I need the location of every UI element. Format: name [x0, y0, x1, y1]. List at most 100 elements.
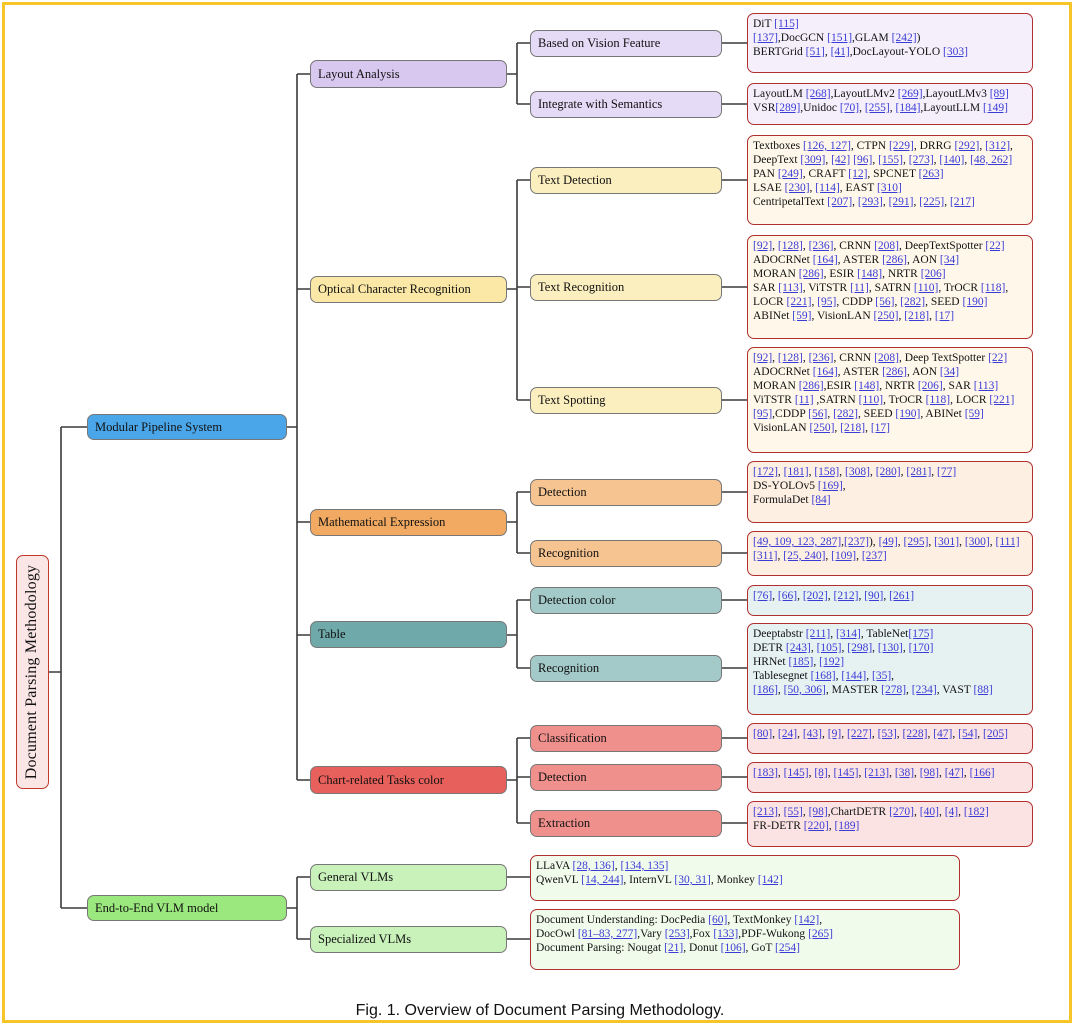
citation-link[interactable]: [250]: [873, 310, 899, 322]
citation-link[interactable]: [128]: [777, 240, 803, 252]
citation-link[interactable]: [311]: [753, 550, 778, 562]
citation-link[interactable]: [213]: [864, 767, 890, 779]
citation-link[interactable]: [250]: [809, 422, 835, 434]
citation-link[interactable]: [229]: [888, 140, 914, 152]
citation-link[interactable]: [111]: [995, 536, 1020, 548]
citation-link[interactable]: [21]: [664, 942, 684, 954]
citation-link[interactable]: [189]: [834, 820, 860, 832]
citation-link[interactable]: [115]: [774, 18, 799, 30]
citation-link[interactable]: [208]: [874, 352, 900, 364]
citation-link[interactable]: [56]: [875, 296, 895, 308]
citation-link[interactable]: [12]: [848, 168, 868, 180]
citation-link[interactable]: [170]: [908, 642, 934, 654]
citation-link[interactable]: [202]: [802, 590, 828, 602]
citation-link[interactable]: [22]: [985, 240, 1005, 252]
citation-link[interactable]: [282]: [833, 408, 859, 420]
citation-link[interactable]: [190]: [962, 296, 988, 308]
citation-link[interactable]: [221]: [989, 394, 1015, 406]
citation-link[interactable]: [48, 262]: [970, 154, 1013, 166]
citation-link[interactable]: [145]: [833, 767, 859, 779]
citation-link[interactable]: [291]: [888, 196, 914, 208]
citation-link[interactable]: [217]: [949, 196, 975, 208]
citation-link[interactable]: [38]: [894, 767, 915, 779]
citation-link[interactable]: [234]: [911, 684, 937, 696]
citation-link[interactable]: [278]: [881, 684, 907, 696]
citation-link[interactable]: [207]: [827, 196, 853, 208]
citation-link[interactable]: [206]: [917, 380, 943, 392]
citation-link[interactable]: [309]: [800, 154, 826, 166]
citation-link[interactable]: [77]: [937, 466, 957, 478]
citation-link[interactable]: [205]: [983, 728, 1008, 740]
citation-link[interactable]: [11]: [850, 282, 869, 294]
citation-link[interactable]: [185]: [788, 656, 814, 668]
citation-link[interactable]: [55]: [783, 806, 803, 818]
citation-link[interactable]: [286]: [798, 268, 824, 280]
citation-link[interactable]: [236]: [808, 240, 834, 252]
citation-link[interactable]: [56]: [808, 408, 828, 420]
citation-link[interactable]: [14, 244]: [581, 874, 624, 886]
citation-link[interactable]: [308]: [845, 466, 870, 478]
citation-link[interactable]: [261]: [889, 590, 915, 602]
citation-link[interactable]: [228]: [902, 728, 928, 740]
citation-link[interactable]: [59]: [964, 408, 984, 420]
citation-link[interactable]: [255]: [864, 102, 890, 114]
citation-link[interactable]: [273]: [908, 154, 934, 166]
citation-link[interactable]: [298]: [847, 642, 873, 654]
citation-link[interactable]: [47]: [944, 767, 964, 779]
citation-link[interactable]: [314]: [835, 628, 861, 640]
citation-link[interactable]: [268]: [805, 88, 831, 100]
citation-link[interactable]: [280]: [875, 466, 901, 478]
citation-link[interactable]: [282]: [900, 296, 926, 308]
citation-link[interactable]: [249]: [777, 168, 803, 180]
citation-link[interactable]: [81–83, 277]: [577, 928, 638, 940]
citation-link[interactable]: [164]: [812, 366, 838, 378]
citation-link[interactable]: [281]: [906, 466, 932, 478]
citation-link[interactable]: [192]: [819, 656, 845, 668]
citation-link[interactable]: [237]: [861, 550, 887, 562]
citation-link[interactable]: [110]: [858, 394, 884, 406]
citation-link[interactable]: [181]: [783, 466, 809, 478]
citation-link[interactable]: [218]: [904, 310, 930, 322]
citation-link[interactable]: [134, 135]: [620, 860, 669, 872]
citation-link[interactable]: [54]: [958, 728, 978, 740]
citation-link[interactable]: [225]: [919, 196, 945, 208]
citation-link[interactable]: [295]: [903, 536, 929, 548]
citation-link[interactable]: [293]: [857, 196, 883, 208]
citation-link[interactable]: [4]: [944, 806, 959, 818]
citation-link[interactable]: [168]: [810, 670, 836, 682]
citation-link[interactable]: [190]: [895, 408, 921, 420]
citation-link[interactable]: [169]: [817, 480, 843, 492]
citation-link[interactable]: [148]: [857, 268, 883, 280]
citation-link[interactable]: [113]: [778, 282, 803, 294]
citation-link[interactable]: [292]: [954, 140, 980, 152]
citation-link[interactable]: [128]: [777, 352, 803, 364]
citation-link[interactable]: [17]: [870, 422, 891, 434]
citation-link[interactable]: [9]: [827, 728, 842, 740]
citation-link[interactable]: [43]: [802, 728, 823, 740]
citation-link[interactable]: [90]: [864, 590, 884, 602]
citation-link[interactable]: [263]: [918, 168, 944, 180]
citation-link[interactable]: [8]: [814, 767, 828, 779]
citation-link[interactable]: [211]: [805, 628, 831, 640]
citation-link[interactable]: [98]: [919, 767, 939, 779]
citation-link[interactable]: [41]: [830, 46, 850, 58]
citation-link[interactable]: [312]: [985, 140, 1011, 152]
citation-link[interactable]: [254]: [775, 942, 800, 954]
citation-link[interactable]: [89]: [989, 88, 1009, 100]
citation-link[interactable]: [237]: [844, 536, 869, 548]
citation-link[interactable]: [96]: [853, 154, 873, 166]
citation-link[interactable]: [17]: [934, 310, 955, 322]
citation-link[interactable]: [66]: [777, 590, 798, 602]
citation-link[interactable]: [42]: [831, 154, 851, 166]
citation-link[interactable]: [184]: [895, 102, 921, 114]
citation-link[interactable]: [230]: [784, 182, 810, 194]
citation-link[interactable]: [270]: [889, 806, 915, 818]
citation-link[interactable]: [166]: [969, 767, 995, 779]
citation-link[interactable]: [53]: [877, 728, 897, 740]
citation-link[interactable]: [59]: [792, 310, 812, 322]
citation-link[interactable]: [98]: [808, 806, 828, 818]
citation-link[interactable]: [208]: [874, 240, 900, 252]
citation-link[interactable]: [88]: [973, 684, 993, 696]
citation-link[interactable]: [303]: [943, 46, 968, 58]
citation-link[interactable]: [242]: [891, 32, 917, 44]
